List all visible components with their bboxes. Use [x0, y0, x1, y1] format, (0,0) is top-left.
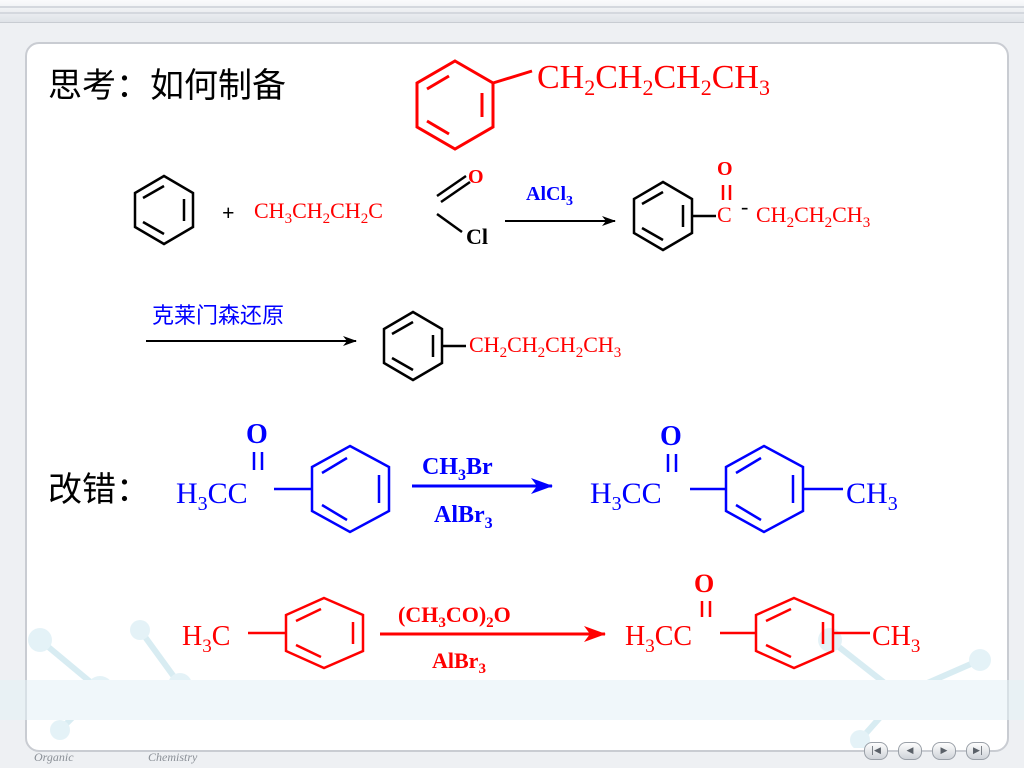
- butanoyl-chain: CH3CH2CH2C: [254, 198, 383, 227]
- methyl-group-2: CH3: [872, 621, 920, 657]
- clemmensen-label: 克莱门森还原: [152, 304, 284, 329]
- acyl-bonds: [436, 174, 471, 234]
- reagent-acetic-anhydride: (CH3CO)2O: [398, 602, 511, 631]
- acetophenone-ring: [252, 444, 391, 534]
- ketone-bond-dash: -: [741, 194, 748, 219]
- reagent-ch3br: CH3Br: [422, 454, 493, 484]
- methyl-group-1: CH3: [846, 477, 898, 515]
- target-chain: CH2CH2CH2CH3: [537, 59, 770, 100]
- acyl-chloride: Cl: [466, 224, 488, 249]
- methylacetophenone-oxygen-2: O: [694, 569, 714, 598]
- benzene-reactant: [133, 174, 195, 246]
- ketone-oxygen: O: [717, 158, 733, 180]
- methylacetophenone-oxygen-1: O: [660, 421, 682, 452]
- target-molecule: [415, 59, 533, 151]
- correction-label: 改错：: [48, 470, 150, 510]
- butyl-chain: CH2CH2CH2CH3: [469, 332, 621, 361]
- acetophenone-left: H3CC: [176, 477, 248, 515]
- catalyst-alcl3: AlCl3: [526, 183, 573, 209]
- butylbenzene-ring: [382, 310, 466, 382]
- toluene-left: H3C: [182, 621, 230, 657]
- ketone-product-ring: [632, 180, 732, 252]
- page-title: 思考：如何制备: [48, 66, 286, 106]
- nav-prev-icon[interactable]: ◀: [898, 742, 922, 760]
- ketone-propyl-chain: CH2CH2CH3: [756, 202, 870, 231]
- methylacetophenone-ring-2: [700, 596, 870, 670]
- nav-next-icon[interactable]: ▶: [932, 742, 956, 760]
- methylacetophenone-left-2: H3CC: [625, 621, 692, 657]
- plus-sign: +: [222, 200, 235, 225]
- nav-first-icon[interactable]: |◀: [864, 742, 888, 760]
- acetophenone-oxygen: O: [246, 419, 268, 450]
- reagent-albr3-2: AlBr3: [432, 648, 486, 677]
- methylacetophenone-left-1: H3CC: [590, 477, 662, 515]
- methylacetophenone-ring-1: [666, 444, 843, 534]
- nav-last-icon[interactable]: ▶|: [966, 742, 990, 760]
- ketone-carbon: C: [717, 202, 732, 227]
- acyl-oxygen: O: [468, 166, 484, 188]
- footer-chemistry: Chemistry: [148, 750, 198, 764]
- title-bar: [0, 0, 1024, 23]
- reagent-albr3-1: AlBr3: [434, 502, 493, 532]
- footer-organic: Organic: [34, 750, 74, 764]
- toluene-ring: [248, 596, 365, 670]
